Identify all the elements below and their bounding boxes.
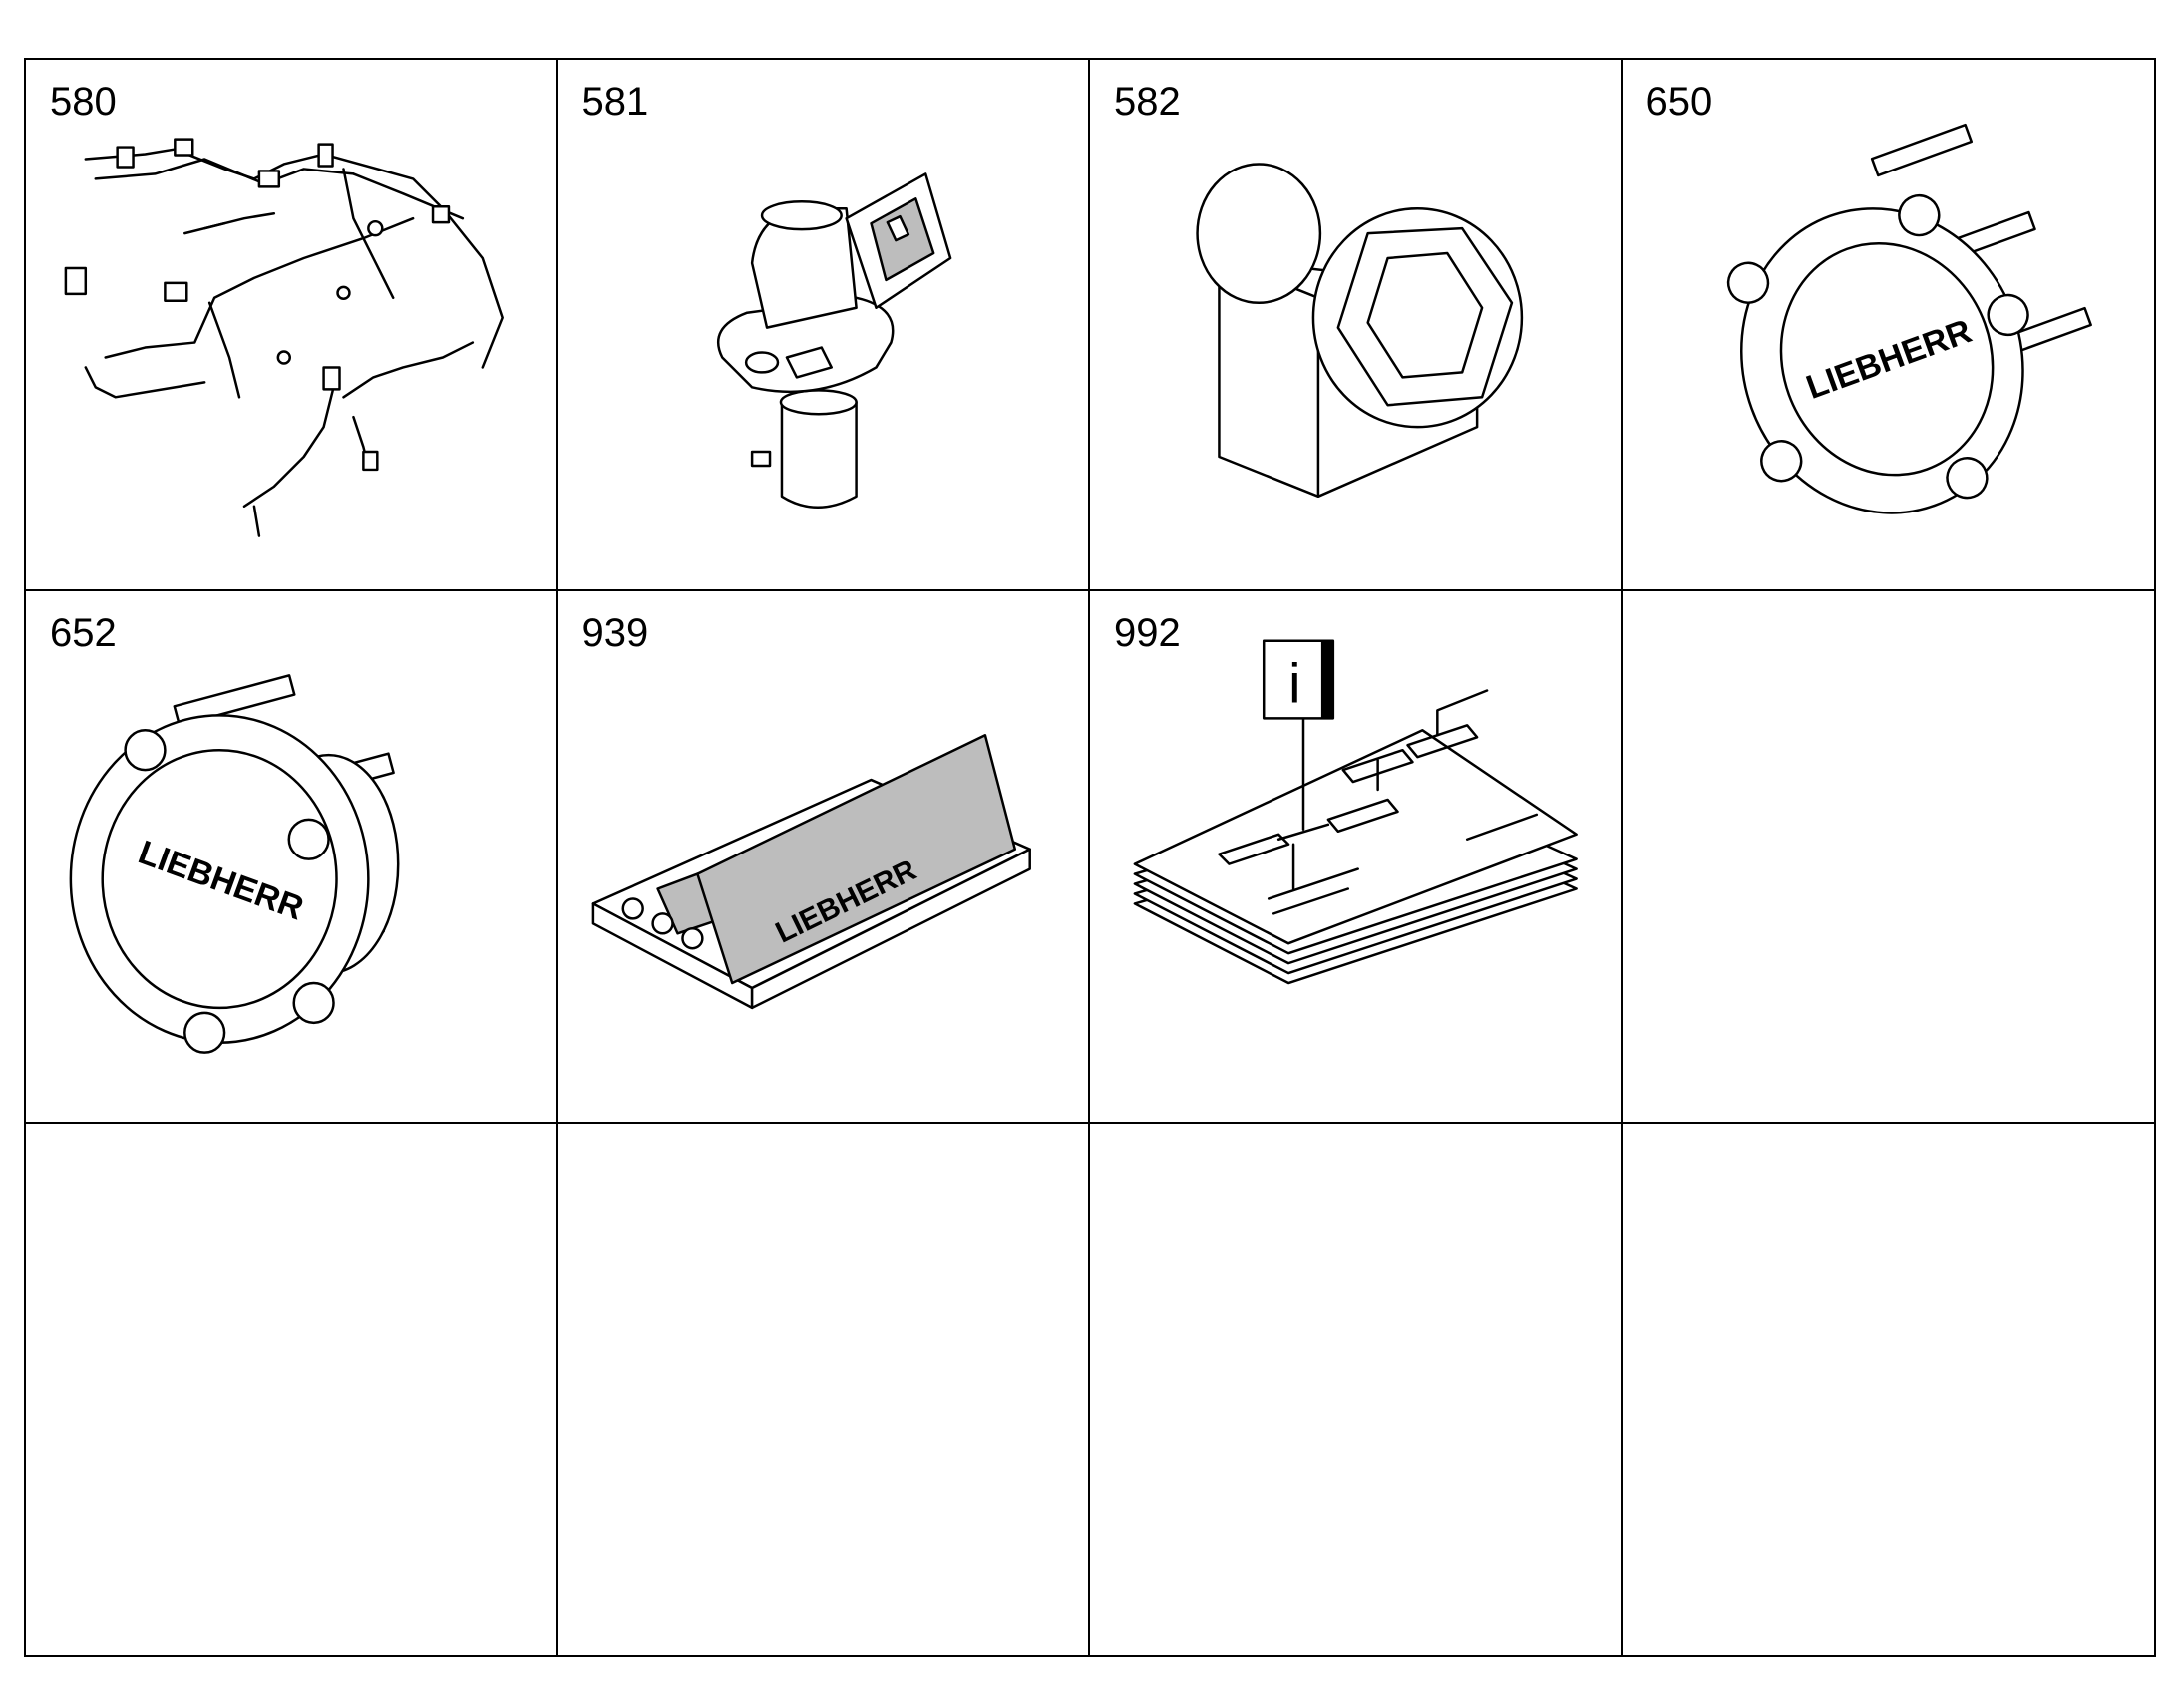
part-number: 650 (1645, 80, 1713, 124)
parts-grid: 580 (24, 58, 2156, 1657)
part-cell-939[interactable]: 939 LIEBHERR (557, 591, 1090, 1124)
part-number: 580 (50, 80, 117, 124)
part-number: 939 (581, 611, 649, 656)
liebherr-flange-cover-icon: LIEBHERR (69, 674, 400, 1055)
documentation-icon: i (1133, 639, 1578, 985)
info-icon: i (1288, 653, 1300, 715)
empty-cell (1090, 1123, 1623, 1655)
empty-cell (1622, 591, 2154, 1124)
part-cell-652[interactable]: 652 LIEBHERR (26, 591, 558, 1124)
empty-cell (1623, 1124, 2155, 1655)
part-cell-581[interactable]: 581 (557, 60, 1090, 592)
liebherr-flange-cover-icon: LIEBHERR (1726, 123, 2092, 514)
part-number: 652 (50, 611, 117, 656)
empty-cell (558, 1123, 1090, 1655)
part-cell-580[interactable]: 580 (26, 60, 558, 592)
part-number: 992 (1114, 611, 1181, 656)
spare-parts-box-icon: LIEBHERR (591, 734, 1031, 1010)
wiring-harness-icon (64, 138, 504, 537)
part-cell-582[interactable]: 582 (1090, 60, 1623, 592)
part-cell-992[interactable]: 992 i (1090, 591, 1623, 1124)
hex-plug-icon (1196, 163, 1524, 499)
empty-cell (26, 1123, 558, 1655)
part-number: 582 (1114, 80, 1181, 124)
part-number: 581 (581, 80, 649, 124)
part-cell-650[interactable]: 650 LIEBHERR (1622, 60, 2154, 592)
speed-sensor-icon (716, 172, 951, 509)
